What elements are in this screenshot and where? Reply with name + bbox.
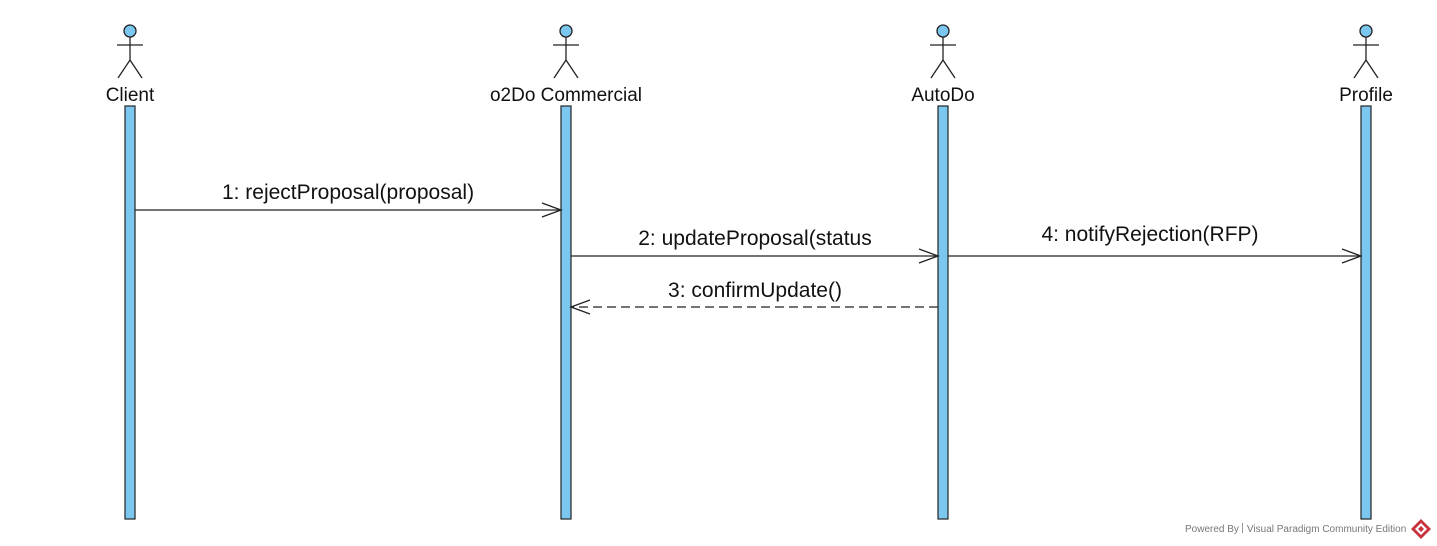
message-label: 2: updateProposal(status <box>638 227 871 250</box>
actor-label: Profile <box>1339 85 1393 106</box>
message-label: 3: confirmUpdate() <box>668 279 842 302</box>
message-4[interactable]: 4: notifyRejection(RFP) <box>948 223 1363 264</box>
actor-autodo[interactable]: AutoDo <box>911 24 975 520</box>
message-1[interactable]: 1: rejectProposal(proposal) <box>135 181 563 218</box>
lifeline-client <box>124 105 136 520</box>
message-label: 1: rejectProposal(proposal) <box>222 181 474 204</box>
message-3[interactable]: 3: confirmUpdate() <box>569 279 938 315</box>
actor-label: AutoDo <box>911 85 974 106</box>
lifeline-autodo <box>937 105 949 520</box>
lifeline-profile <box>1360 105 1372 520</box>
actor-figure-icon <box>117 24 143 79</box>
edition-text: Visual Paradigm Community Edition <box>1246 524 1407 535</box>
message-2[interactable]: 2: updateProposal(status <box>571 227 940 264</box>
separator <box>1241 523 1245 533</box>
powered-by-footer: Powered By Visual Paradigm Community Edit… <box>1185 523 1406 535</box>
actor-figure-icon <box>1353 24 1379 79</box>
actor-client[interactable]: Client <box>106 24 155 520</box>
visual-paradigm-logo-icon <box>1411 519 1431 539</box>
actor-label: Client <box>106 85 155 106</box>
actor-figure-icon <box>553 24 579 79</box>
actor-label: o2Do Commercial <box>490 85 642 106</box>
powered-by-text: Powered By <box>1185 524 1239 535</box>
actor-profile[interactable]: Profile <box>1339 24 1393 520</box>
lifeline-o2do-commercial <box>560 105 572 520</box>
message-label: 4: notifyRejection(RFP) <box>1041 223 1258 246</box>
actor-o2do-commercial[interactable]: o2Do Commercial <box>490 24 642 520</box>
actor-figure-icon <box>930 24 956 79</box>
